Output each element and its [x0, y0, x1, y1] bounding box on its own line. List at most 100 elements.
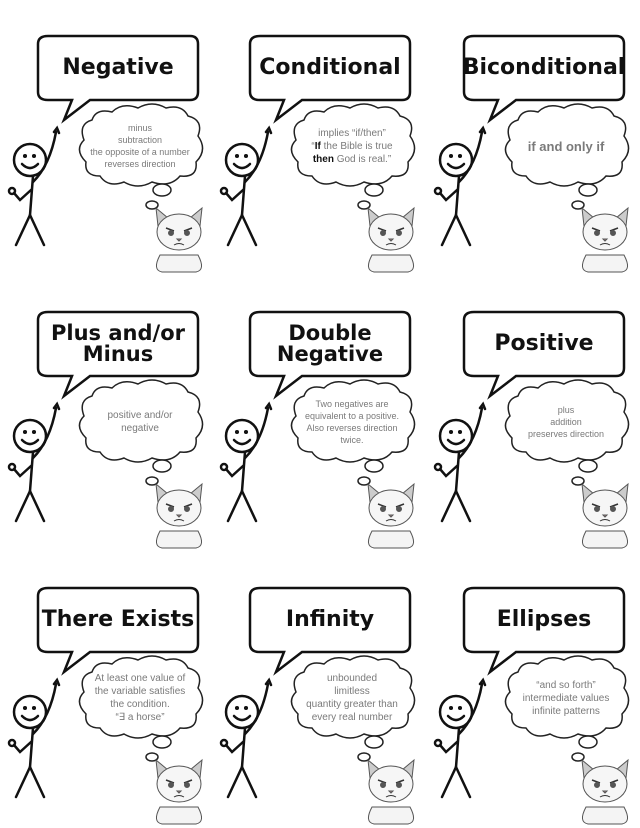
- thought-line: “and so forth”: [536, 679, 595, 692]
- panel-ellipses: Ellipses “and so forth”intermediate value…: [426, 552, 639, 828]
- thought-text: plus addition preserves direction: [506, 388, 626, 456]
- thought-segment: minus: [127, 123, 152, 133]
- speech-bubble: [462, 310, 626, 400]
- panel-art: [433, 586, 630, 825]
- thought-text: At least one value of the variable satisf…: [80, 664, 200, 732]
- stick-figure-icon: [7, 677, 61, 799]
- term-title: There Exists: [38, 588, 198, 652]
- grumpy-cat-icon: [581, 758, 629, 825]
- thought-segment: Also reverses direction: [306, 423, 398, 433]
- speech-bubble: [36, 310, 200, 400]
- term-title: Infinity: [250, 588, 410, 652]
- thought-line: intermediate values: [523, 692, 610, 705]
- thought-segment: twice.: [340, 435, 364, 445]
- stick-figure-icon: [219, 677, 273, 799]
- thought-text: if and only if: [506, 112, 626, 180]
- thought-segment: the condition.: [110, 699, 170, 710]
- emphasis-text: then: [312, 153, 334, 165]
- speech-bubble: [462, 34, 626, 124]
- thought-segment: God is real.”: [333, 153, 392, 165]
- thought-segment: preserves direction: [527, 429, 605, 439]
- thought-line: limitless: [334, 685, 370, 698]
- thought-line: plus: [558, 404, 575, 416]
- emphasis-text: If: [314, 140, 321, 152]
- grumpy-cat-icon: [581, 482, 629, 549]
- thought-cloud: [290, 655, 416, 762]
- thought-cloud: [78, 655, 204, 762]
- thought-segment: addition: [550, 417, 582, 427]
- thought-line: Two negatives are: [315, 398, 388, 410]
- thought-segment: unbounded: [326, 673, 378, 684]
- grumpy-cat-icon: [155, 758, 203, 825]
- thought-cloud: [78, 379, 204, 486]
- thought-line: positive and/or: [107, 409, 172, 422]
- thought-line: then God is real.”: [313, 153, 391, 166]
- thought-text: minus subtraction the opposite of a number…: [80, 112, 200, 180]
- grumpy-cat-icon: [367, 482, 415, 549]
- term-title: Ellipses: [464, 588, 624, 652]
- thought-line: “∃ a horse”: [115, 711, 164, 724]
- thought-segment: the variable satisfies: [94, 686, 186, 697]
- thought-segment: the opposite of a number: [90, 147, 190, 157]
- thought-line: addition: [550, 416, 582, 428]
- panel-positive: Positive plus addition preserves direction: [426, 276, 639, 552]
- thought-segment: intermediate values: [522, 692, 610, 704]
- thought-line: the variable satisfies: [95, 685, 186, 698]
- thought-segment: At least one value of: [94, 673, 186, 684]
- thought-line: equivalent to a positive.: [305, 410, 399, 422]
- term-title-line: Conditional: [259, 55, 401, 80]
- speech-bubble: [248, 586, 412, 676]
- panel-there-exists: There Exists At least one value of the var…: [0, 552, 213, 828]
- thought-line: every real number: [312, 711, 393, 724]
- thought-cloud: [290, 379, 416, 486]
- speech-bubble: [36, 586, 200, 676]
- thought-line: quantity greater than: [306, 698, 398, 711]
- term-title-line: Plus and/or: [51, 321, 185, 345]
- thought-segment: reverses direction: [104, 159, 176, 169]
- speech-bubble: [248, 310, 412, 400]
- panel-negative: Negative minus subtraction the opposite of …: [0, 0, 213, 276]
- thought-cloud: [504, 379, 630, 486]
- thought-segment: quantity greater than: [306, 699, 398, 710]
- term-title-line: Positive: [494, 331, 594, 356]
- thought-line: twice.: [340, 434, 363, 446]
- thought-line: “If the Bible is true: [311, 140, 392, 153]
- thought-segment: implies “if/then”: [318, 127, 386, 139]
- thought-segment: subtraction: [117, 135, 163, 145]
- panel-art: [219, 310, 416, 549]
- thought-line: preserves direction: [528, 428, 604, 440]
- term-title: Negative: [38, 36, 198, 100]
- thought-line: if and only if: [528, 139, 605, 154]
- grumpy-cat-icon: [155, 482, 203, 549]
- thought-cloud: [504, 655, 630, 762]
- panel-conditional: Conditional implies “if/then”“If the Bibl…: [212, 0, 425, 276]
- thought-cloud: [504, 103, 630, 210]
- thought-line: unbounded: [327, 672, 377, 685]
- thought-line: At least one value of: [95, 672, 186, 685]
- grumpy-cat-icon: [367, 206, 415, 273]
- stick-figure-icon: [7, 125, 61, 247]
- speech-bubble: [36, 34, 200, 124]
- thought-cloud: [78, 103, 204, 210]
- speech-bubble: [248, 34, 412, 124]
- thought-segment: every real number: [311, 712, 393, 723]
- term-title-line: Negative: [62, 55, 174, 80]
- thought-segment: the Bible is true: [320, 140, 393, 152]
- grumpy-cat-icon: [155, 206, 203, 273]
- thought-segment: “: [311, 140, 315, 152]
- grumpy-cat-icon: [367, 758, 415, 825]
- thought-segment: plus: [557, 405, 575, 415]
- thought-line: negative: [121, 422, 159, 435]
- panel-art: [7, 310, 204, 549]
- grumpy-cat-icon: [581, 206, 629, 273]
- thought-line: subtraction: [118, 134, 162, 146]
- stick-figure-icon: [433, 125, 487, 247]
